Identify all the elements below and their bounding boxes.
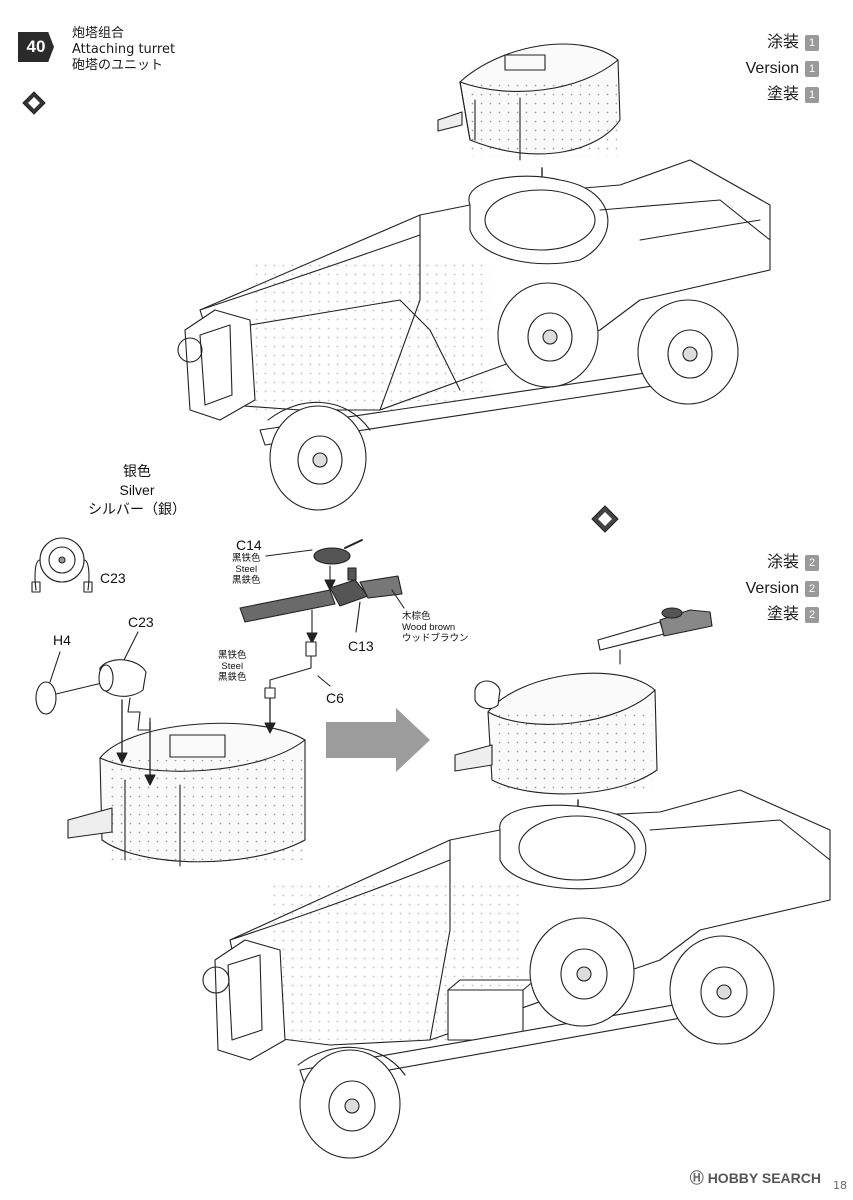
version-2-label-en: Version [745,580,799,597]
version-1-badge-ja: 1 [805,87,819,103]
paint-silver-zh: 银色 [123,463,151,479]
paint-silver-en: Silver [119,482,155,498]
paint-steel-1-ja: 黒鉄色 [232,575,261,586]
step-number-badge: 40 [18,32,54,62]
side-diamond-icon [591,505,619,533]
version-1-label-ja: 塗装 [766,86,799,103]
version-2-badge-ja: 2 [805,607,819,623]
wheel-rear-top [637,299,739,405]
paint-wood-zh: 木棕色 [402,611,431,622]
step-title-zh: 炮塔组合 [72,26,125,41]
paint-steel-1-label: 黑铁色 Steel 黒鉄色 [232,553,261,586]
version-2-badge-en: 2 [805,581,819,597]
step-title-block: 炮塔组合 Attaching turret 砲塔のユニット [72,26,175,74]
version-2-label-zh: 涂装 [766,554,799,571]
part-label-c23-b: C23 [128,614,154,630]
paint-steel-1-en: Steel [235,564,258,575]
paint-steel-2-label: 黑铁色 Steel 黒鉄色 [218,650,247,683]
version-2-badge-zh: 2 [805,555,819,571]
page-number: 18 [833,1179,847,1192]
turret-left [67,691,306,867]
paint-steel-2-zh: 黑铁色 [218,650,247,661]
version-2-label-ja: 塗装 [766,606,799,623]
paint-silver-ja: シルバー（銀） [88,501,186,517]
wheel-mid-bottom [529,917,635,1027]
assembly-arrow-icon [326,708,430,772]
part-c23-silver-lamp [31,537,93,593]
paint-steel-1-zh: 黑铁色 [232,553,261,564]
wheel-mid-top [497,282,599,388]
turret-top-loose [437,43,621,215]
version-2-block: 涂装 2 Version 2 塗装 2 [746,550,819,628]
version-1-label-en: Version [745,60,799,77]
version-1-badge-en: 1 [805,61,819,77]
step-title-ja: 砲塔のユニット [72,58,164,73]
step-title-en: Attaching turret [72,42,176,57]
part-label-h4: H4 [53,632,71,648]
part-label-c13: C13 [348,638,374,654]
part-c6-rod [264,641,331,699]
paint-wood-ja: ウッドブラウン [402,633,469,644]
paint-silver-label: 银色 Silver シルバー（銀） [88,462,186,519]
part-c23-searchlight [98,631,151,731]
part-label-c14: C14 [236,537,262,553]
wheel-front-bottom [297,1046,406,1159]
paint-wood-label: 木棕色 Wood brown ウッドブラウン [402,611,469,644]
version-1-block: 涂装 1 Version 1 塗装 1 [746,30,819,108]
paint-wood-en: Wood brown [402,622,456,633]
step-number: 40 [26,37,46,56]
part-label-c6: C6 [326,690,344,706]
vehicle-top [177,43,771,511]
paint-steel-2-ja: 黒鉄色 [218,672,247,683]
version-1-badge-zh: 1 [805,35,819,51]
wheel-front-top [267,401,371,511]
vehicle-bottom [202,607,831,1159]
wheel-rear-bottom [669,935,775,1045]
brand-logo-icon: Ⓗ [689,1170,704,1186]
part-c14-mount [265,539,363,591]
part-label-c23-a: C23 [100,570,126,586]
part-h4-lens [35,651,103,715]
footer-brand: Ⓗ HOBBY SEARCH [690,1168,821,1188]
footer-brand-text: HOBBY SEARCH [707,1170,821,1186]
part-c13-machine-gun [239,567,405,644]
turret-bottom-assembled [454,607,713,864]
version-1-label-zh: 涂装 [766,34,799,51]
paint-steel-2-en: Steel [221,661,244,672]
glue-diamond-icon [22,91,46,115]
